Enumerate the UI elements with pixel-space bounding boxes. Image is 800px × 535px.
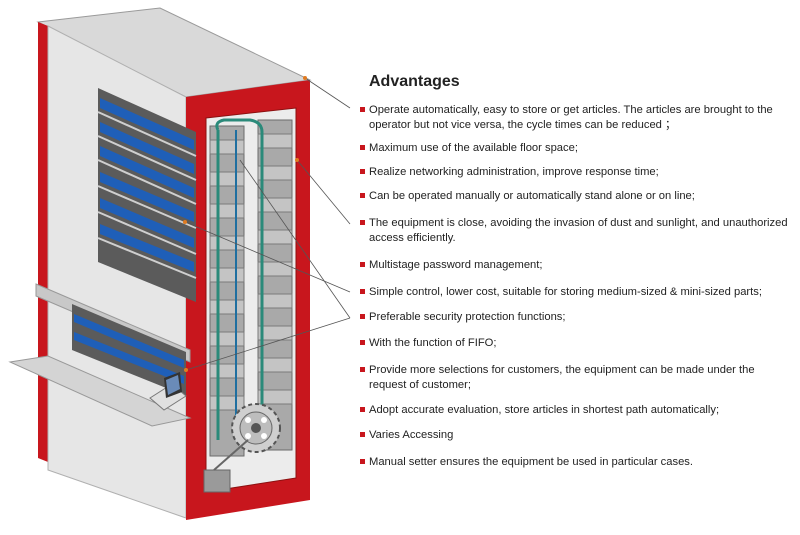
advantage-item: Can be operated manually or automaticall… bbox=[360, 189, 792, 204]
advantage-item: The equipment is close, avoiding the inv… bbox=[360, 216, 792, 245]
advantage-item: Varies Accessing bbox=[360, 428, 792, 443]
bullet-icon bbox=[360, 459, 365, 464]
bullet-icon bbox=[360, 169, 365, 174]
cabinet-left-frame bbox=[38, 22, 48, 462]
leader-lines bbox=[184, 77, 351, 371]
advantage-item: Operate automatically, easy to store or … bbox=[360, 103, 792, 132]
bullet-icon bbox=[360, 407, 365, 412]
bullet-icon bbox=[360, 145, 365, 150]
work-counter bbox=[8, 355, 192, 427]
bullet-icon bbox=[360, 314, 365, 319]
advantage-item: Provide more selections for customers, t… bbox=[360, 363, 792, 392]
bullet-icon bbox=[360, 340, 365, 345]
bullet-icon bbox=[360, 262, 365, 267]
advantage-item: Multistage password management; bbox=[360, 258, 792, 273]
upper-shelf-rails bbox=[97, 111, 197, 279]
drive-chain bbox=[215, 118, 264, 440]
advantage-item: Realize networking administration, impro… bbox=[360, 165, 792, 180]
bullet-icon bbox=[360, 367, 365, 372]
advantage-item: Adopt accurate evaluation, store article… bbox=[360, 403, 792, 418]
bullet-icon bbox=[360, 193, 365, 198]
drive-sprocket bbox=[231, 403, 281, 453]
advantage-item: Preferable security protection functions… bbox=[360, 310, 792, 325]
advantages-heading: Advantages bbox=[369, 73, 460, 90]
bullet-icon bbox=[360, 107, 365, 112]
advantage-item: Maximum use of the available floor space… bbox=[360, 141, 792, 156]
lower-bin-rows bbox=[74, 314, 184, 384]
advantage-item: Manual setter ensures the equipment be u… bbox=[360, 455, 792, 470]
advantage-item: With the function of FIFO; bbox=[360, 336, 792, 351]
drive-motor bbox=[203, 439, 249, 493]
upper-bin-rows bbox=[100, 98, 194, 272]
bullet-icon bbox=[360, 432, 365, 437]
advantage-item: Simple control, lower cost, suitable for… bbox=[360, 285, 792, 300]
control-terminal bbox=[149, 372, 187, 411]
bullet-icon bbox=[360, 220, 365, 225]
leader-dots bbox=[183, 76, 307, 372]
bullet-icon bbox=[360, 289, 365, 294]
